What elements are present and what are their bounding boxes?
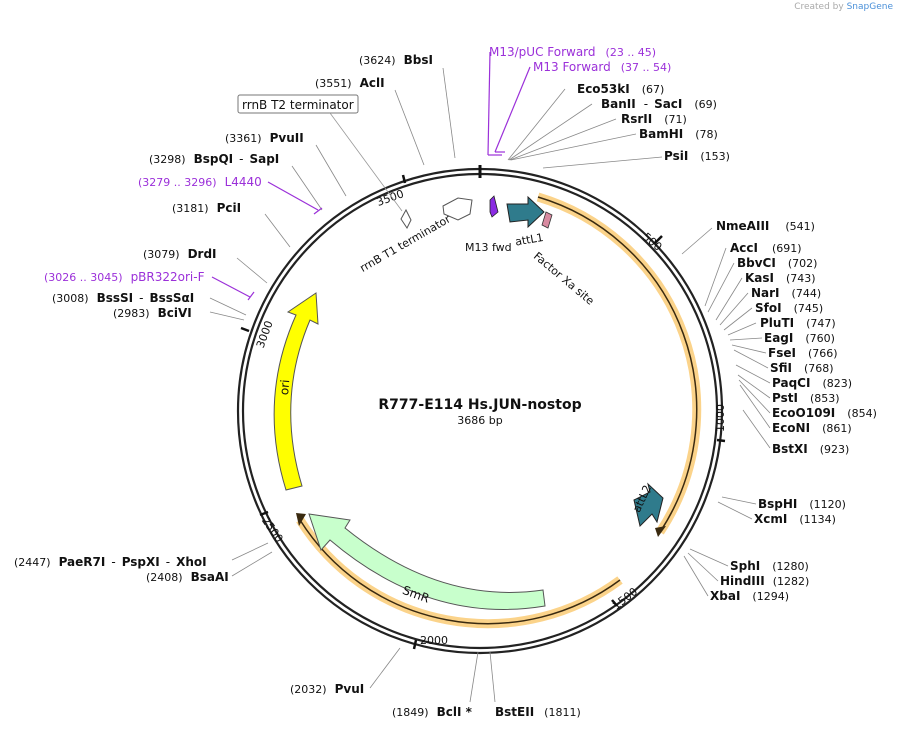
site-paqci: PaqCI(823) bbox=[772, 376, 852, 390]
site-bamhi: BamHI(78) bbox=[639, 127, 718, 141]
tick-2000: 2000 bbox=[420, 634, 448, 647]
factorxa-feature: Factor Xa site bbox=[531, 211, 597, 308]
attl2-feature: attL2 bbox=[630, 482, 664, 527]
site-ecoo109i: EcoO109I(854) bbox=[772, 406, 877, 420]
site-psii: PsiI(153) bbox=[664, 149, 730, 163]
site-xcmi: XcmI(1134) bbox=[754, 512, 836, 526]
site-banii: BanII-SacI(69) bbox=[601, 97, 717, 111]
snapgene-credit: Created by SnapGene bbox=[794, 2, 893, 12]
site-acci: AccI(691) bbox=[730, 241, 802, 255]
site-bcli: (1849)BclI * bbox=[392, 705, 473, 719]
site-labels-left: (3624)BbsI (3551)AclI (3361)PvuII (3298)… bbox=[14, 53, 581, 719]
primer-m13puc: M13/pUC Forward(23 .. 45) bbox=[489, 45, 656, 59]
tick-marks bbox=[240, 174, 726, 650]
primer-pbr322: (3026 .. 3045)pBR322ori-F bbox=[44, 270, 205, 284]
site-pvui: (2032)PvuI bbox=[290, 682, 364, 696]
site-kasi: KasI(743) bbox=[745, 271, 816, 285]
site-bcivi: (2983)BciVI bbox=[113, 306, 192, 320]
map-length: 3686 bp bbox=[457, 414, 502, 427]
site-bbsi: (3624)BbsI bbox=[359, 53, 433, 67]
site-xbai: XbaI(1294) bbox=[710, 589, 789, 603]
site-bsteii: BstEII(1811) bbox=[495, 705, 581, 719]
site-bspqi: (3298)BspQI-SapI bbox=[149, 152, 279, 166]
site-sfii: SfiI(768) bbox=[770, 361, 834, 375]
site-bsaai: (2408)BsaAI bbox=[146, 570, 229, 584]
site-nmeaiii: NmeAIII(541) bbox=[716, 219, 815, 233]
m13fwd-feature: M13 fwd bbox=[465, 195, 512, 254]
leader-lines bbox=[209, 67, 771, 703]
site-bsssi: (3008)BssSI-BssSαI bbox=[52, 291, 194, 305]
site-drdi: (3079)DrdI bbox=[143, 247, 217, 261]
site-paer7i: (2447)PaeR7I-PspXI-XhoI bbox=[14, 555, 207, 569]
factorxa-label: Factor Xa site bbox=[531, 250, 597, 308]
site-rsrii: RsrII(71) bbox=[621, 112, 687, 126]
primer-marks bbox=[211, 51, 531, 301]
site-psti: PstI(853) bbox=[772, 391, 840, 405]
m13fwd-label: M13 fwd bbox=[465, 241, 512, 254]
site-bbvci: BbvCI(702) bbox=[737, 256, 817, 270]
map-title: R777-E114 Hs.JUN-nostop bbox=[378, 397, 581, 413]
rrnb-t2-label: rrnB T2 terminator bbox=[242, 98, 354, 112]
site-sfoi: SfoI(745) bbox=[755, 301, 823, 315]
site-sphi: SphI(1280) bbox=[730, 559, 809, 573]
ori-label: ori bbox=[277, 379, 292, 396]
site-labels-right: Eco53kI(67) BanII-SacI(69) RsrII(71) Bam… bbox=[577, 82, 877, 603]
primer-m13: M13 Forward(37 .. 54) bbox=[533, 60, 671, 74]
primer-labels: M13/pUC Forward(23 .. 45) M13 Forward(37… bbox=[44, 45, 671, 284]
smr-feature: SmR bbox=[308, 513, 546, 610]
attl1-label: attL1 bbox=[514, 231, 544, 249]
site-pluti: PluTI(747) bbox=[760, 316, 836, 330]
site-hindiii: HindIII(1282) bbox=[720, 574, 809, 588]
rrnb-t2-box: rrnB T2 terminator bbox=[237, 94, 403, 212]
site-nari: NarI(744) bbox=[751, 286, 821, 300]
site-pcii: (3181)PciI bbox=[172, 201, 241, 215]
site-fsei: FseI(766) bbox=[768, 346, 838, 360]
site-bstxi: BstXI(923) bbox=[772, 442, 849, 456]
site-eco53ki: Eco53kI(67) bbox=[577, 82, 664, 96]
site-bsphi: BspHI(1120) bbox=[758, 497, 846, 511]
site-pvuii: (3361)PvuII bbox=[225, 131, 304, 145]
attl1-feature: attL1 bbox=[506, 195, 545, 249]
primer-l4440: (3279 .. 3296)L4440 bbox=[138, 175, 262, 189]
credit-prefix: Created by bbox=[794, 2, 844, 12]
site-eagi: EagI(760) bbox=[764, 331, 835, 345]
rrnb-t1-feature: rrnB T1 terminator bbox=[358, 197, 473, 275]
snapgene-logo: SnapGene bbox=[846, 2, 893, 12]
site-acli: (3551)AclI bbox=[315, 76, 385, 90]
site-econi: EcoNI(861) bbox=[772, 421, 852, 435]
ori-feature: ori bbox=[273, 292, 319, 491]
tick-3000: 3000 bbox=[254, 319, 276, 350]
tick-1000: 1000 bbox=[714, 404, 727, 432]
orf-highlights bbox=[296, 192, 702, 629]
